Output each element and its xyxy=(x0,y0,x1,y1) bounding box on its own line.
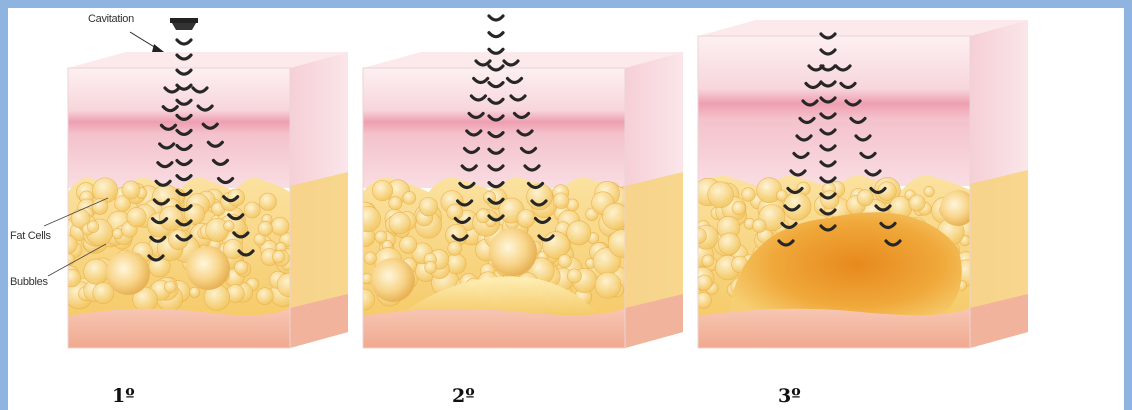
cavitation-label: Cavitation xyxy=(88,13,134,25)
bubble-icon xyxy=(106,251,150,295)
fat-cells-label: Fat Cells xyxy=(10,230,51,242)
ultrasound-wave-icon xyxy=(489,49,503,53)
ultrasound-wave-icon xyxy=(177,40,191,44)
cavitation-pointer-line xyxy=(130,32,156,48)
transducer-icon xyxy=(170,18,198,30)
step-label-2: 2º xyxy=(452,385,475,407)
cavitation-diagram xyxy=(8,8,1124,410)
bubble-icon xyxy=(186,246,230,290)
tissue-panel-3 xyxy=(689,20,1028,348)
figure-frame: Cavitation Fat Cells Bubbles 1º 2º 3º xyxy=(8,8,1124,410)
bubble-icon xyxy=(489,228,537,276)
step-label-1: 1º xyxy=(112,385,135,407)
tissue-panel-1 xyxy=(59,52,348,348)
tissue-panel-2 xyxy=(350,52,683,348)
skin-surface xyxy=(698,20,1028,36)
cavitation-pointer-arrow xyxy=(152,44,164,52)
ultrasound-wave-icon xyxy=(489,16,503,20)
bubble-icon xyxy=(371,258,415,302)
bubbles-label: Bubbles xyxy=(10,276,48,288)
step-label-3: 3º xyxy=(778,385,801,407)
fat-cells xyxy=(59,178,301,312)
ultrasound-wave-icon xyxy=(489,33,503,37)
